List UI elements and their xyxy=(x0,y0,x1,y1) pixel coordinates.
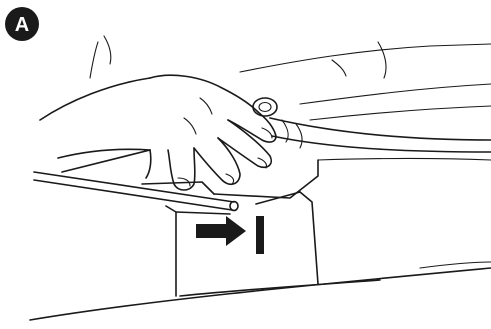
step-badge: A xyxy=(5,7,39,41)
fabric-sleeve xyxy=(90,36,491,160)
hand xyxy=(40,75,276,190)
insertion-mark-icon xyxy=(256,216,264,254)
direction-arrow-icon xyxy=(196,216,246,246)
tube xyxy=(253,98,491,152)
step-badge-label: A xyxy=(15,14,29,36)
insertion-rod xyxy=(34,172,238,211)
